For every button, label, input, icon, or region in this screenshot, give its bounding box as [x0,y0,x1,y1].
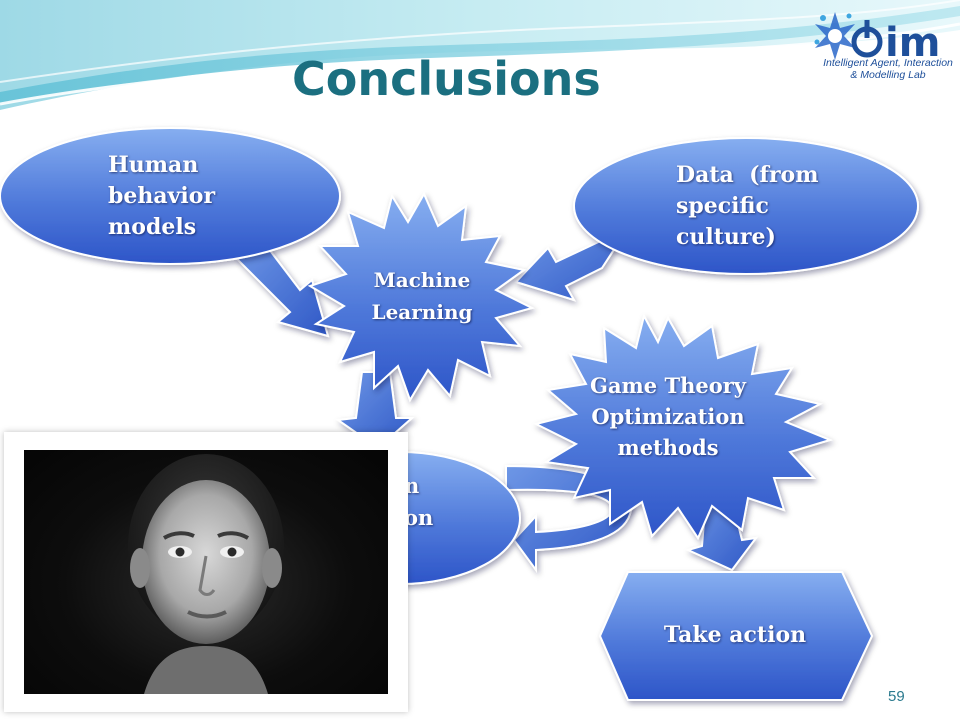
lab-name-line1: Intelligent Agent, Interaction [823,57,953,69]
label-machine-learning: Machine Learning [354,264,490,328]
label-game-theory-line3: methods [617,435,719,460]
label-data-culture-line3: culture) [676,224,776,250]
slide-title: Conclusions [292,52,601,106]
node-take-action [598,571,874,701]
lab-logo: im [814,12,940,66]
label-game-theory: Game Theory Optimization methods [572,370,764,463]
label-data-culture-line1: Data (from [676,162,819,188]
label-data-culture-line2: specific [676,193,769,219]
photo-frame [4,432,408,712]
page-number: 59 [888,688,905,705]
lab-name-line2: & Modelling Lab [850,69,926,81]
label-human-behavior-line1: Human [108,152,199,178]
label-human-behavior: Human behavior models [108,150,215,243]
logo-power-icon [851,20,883,58]
face-illustration [128,454,284,694]
node-game-theory [533,313,833,541]
node-human-behavior [0,127,341,265]
label-human-behavior-line2: behavior [108,183,216,209]
label-machine-learning-line2: Learning [371,300,473,324]
label-human-behavior-line3: models [108,214,197,240]
lab-name: Intelligent Agent, Interaction & Modelli… [822,57,954,81]
label-take-action: Take action [663,622,807,648]
arrow-data-to-ml [514,225,631,302]
label-data-culture: Data (from specific culture) [676,160,818,253]
logo-letters: im [885,20,940,66]
label-game-theory-line2: Optimization [591,404,745,429]
node-data-culture [573,137,919,275]
face-photo [24,450,388,694]
label-game-theory-line1: Game Theory [590,373,746,398]
label-machine-learning-line1: Machine [373,268,471,292]
node-machine-learning [307,191,535,403]
logo-star-icon [814,12,855,60]
